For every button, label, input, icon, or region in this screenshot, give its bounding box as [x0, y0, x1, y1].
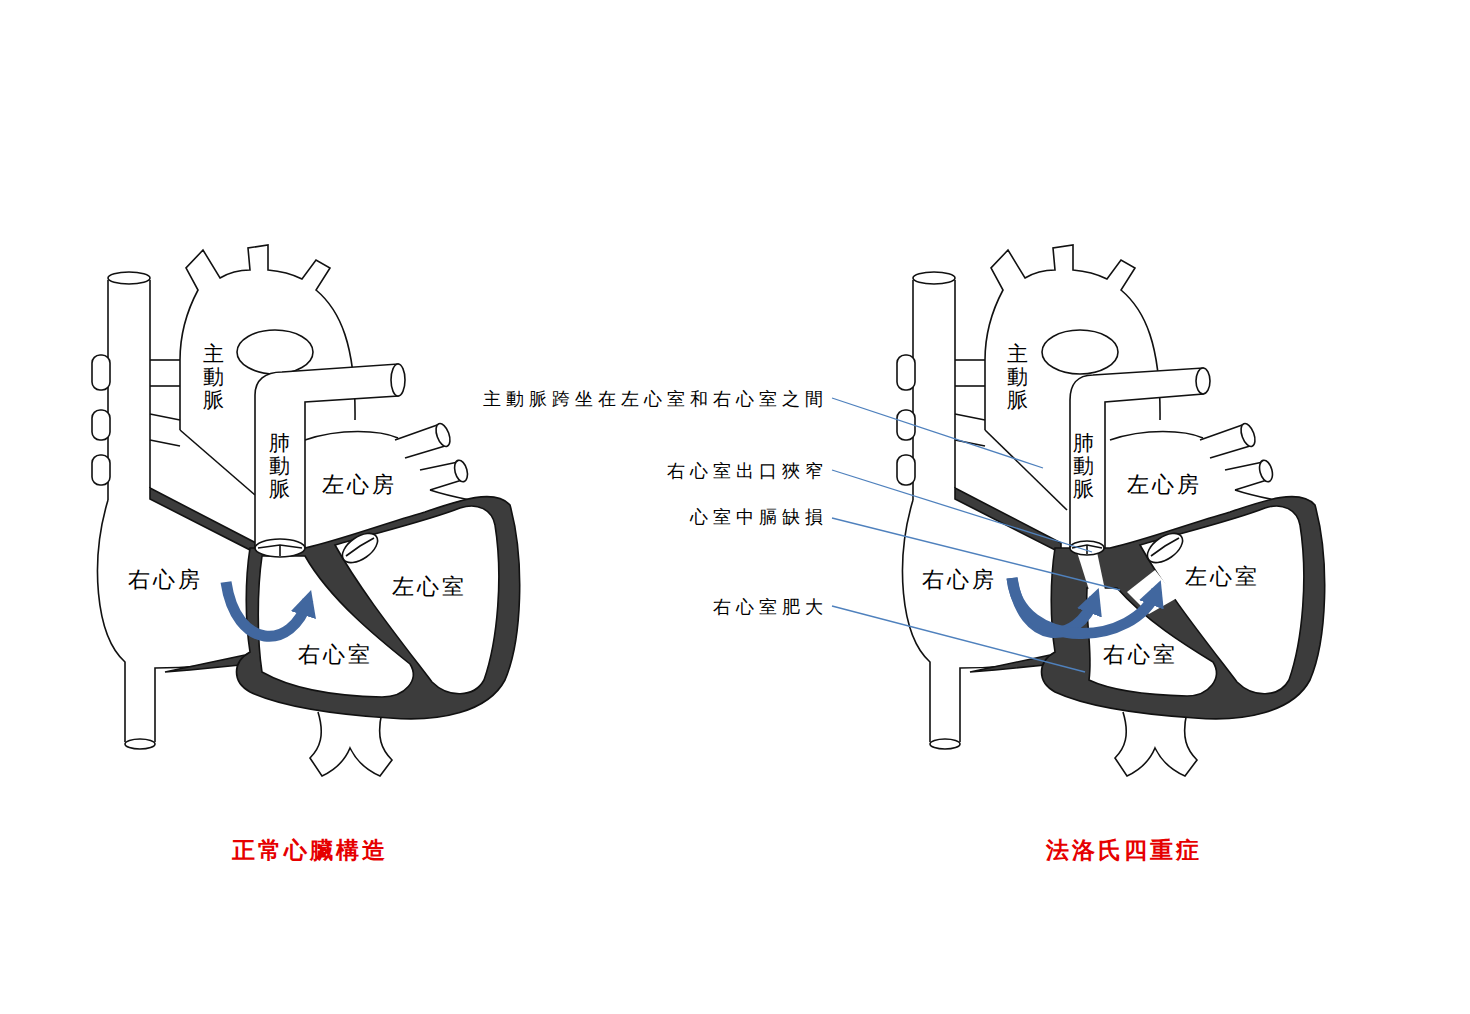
callout-text: 右心室出口狹窄 [667, 460, 828, 482]
chamber-label: 左心室 [392, 574, 467, 600]
structure-label: 主動脈 [1007, 343, 1028, 412]
chamber-label: 右心房 [922, 567, 997, 593]
callout-text: 心室中膈缺損 [690, 506, 828, 528]
chamber-label: 左心房 [1127, 472, 1202, 498]
structure-label: 肺動脈 [269, 432, 290, 501]
normal-heart [92, 245, 520, 776]
chamber-label: 右心室 [298, 642, 373, 668]
chamber-label: 左心室 [1185, 564, 1260, 590]
caption-text: 法洛氏四重症 [1046, 836, 1202, 864]
leader-line [832, 470, 1092, 552]
structure-label: 肺動脈 [1073, 432, 1094, 501]
callout-text: 主動脈跨坐在左心室和右心室之間 [483, 388, 828, 410]
chamber-label: 左心房 [322, 472, 397, 498]
chamber-label: 右心房 [128, 567, 203, 593]
callout-text: 右心室肥大 [713, 596, 828, 618]
chamber-label: 右心室 [1103, 642, 1178, 668]
caption-text: 正常心臟構造 [232, 836, 388, 864]
tof-heart-detail [985, 368, 1216, 696]
leader-line [832, 606, 1085, 672]
structure-label: 主動脈 [203, 343, 224, 412]
normal-heart-detail [180, 364, 413, 697]
leader-lines [832, 398, 1120, 672]
